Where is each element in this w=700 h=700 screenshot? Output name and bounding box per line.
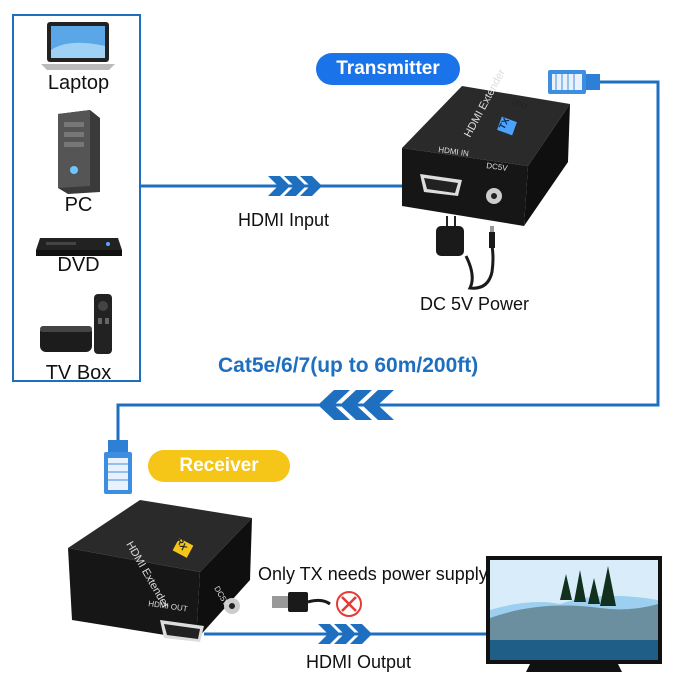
power-adapter-icon [436,216,495,290]
hdmi-output-arrow-icon [318,624,372,644]
network-cable [116,80,660,470]
dvd-player-icon [36,238,122,256]
transmitter-badge: Transmitter [316,53,460,85]
hdmi-input-caption: HDMI Input [238,210,330,230]
cable-spec-caption: Cat5e/6/7(up to 60m/200ft) [218,354,479,377]
no-power-x-icon [336,591,362,617]
laptop-icon [41,22,115,70]
tv-icon [486,556,662,672]
transmitter-device [402,86,570,226]
transmitter-tx-tag: TX [497,116,511,131]
source-label-pc: PC [64,194,93,216]
pc-tower-icon [58,110,100,194]
receiver-badge: Receiver [148,450,290,482]
source-label-laptop: Laptop [47,72,110,94]
source-label-dvd: DVD [57,254,100,276]
source-label-tv-box: TV Box [45,362,112,384]
only-tx-power-caption: Only TX needs power supply [258,564,488,584]
network-cable-arrow-icon [318,390,394,420]
hdmi-output-caption: HDMI Output [306,652,412,672]
rj45-plug-receiver-icon [104,440,132,494]
rj45-plug-transmitter-icon [548,70,600,94]
dc-power-caption: DC 5V Power [420,294,530,314]
source-devices-panel: Laptop PC DVD TV Box [12,14,141,384]
receiver-device [68,500,252,642]
transmitter-hdmi-port-label: HDMI IN [438,145,470,158]
transmitter-dc-port-label: DC5V [486,161,509,173]
dc-plug-icon [272,592,331,612]
tv-box-icon [40,294,112,354]
hdmi-input-arrow-icon [268,176,322,196]
